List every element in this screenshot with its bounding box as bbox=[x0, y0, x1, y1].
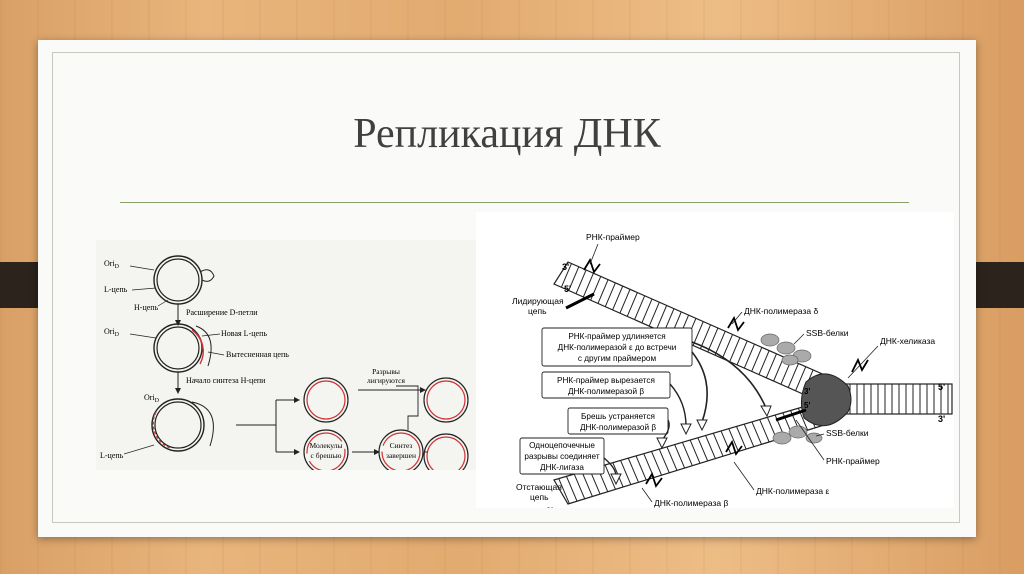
dna-pol-epsilon-label: ДНК-полимераза ε bbox=[756, 486, 829, 496]
ssb-bottom-label: SSB-белки bbox=[826, 428, 869, 438]
svg-text:РНК-праймер удлиняется: РНК-праймер удлиняется bbox=[568, 332, 665, 341]
title-divider bbox=[120, 202, 909, 203]
svg-text:разрывы соединяет: разрывы соединяет bbox=[524, 452, 599, 461]
svg-text:ДНК-лигаза: ДНК-лигаза bbox=[540, 463, 584, 472]
gaps-ligated-label-1: Разрывы bbox=[372, 367, 400, 376]
rna-primer-top-label: РНК-праймер bbox=[586, 232, 640, 242]
leading-chain-label-1: Лидирующая bbox=[512, 296, 564, 306]
svg-text:Брешь устраняется: Брешь устраняется bbox=[581, 412, 655, 421]
three-prime-bottom-label: 3' bbox=[546, 506, 553, 508]
new-l-chain-label: Новая L-цепь bbox=[221, 329, 267, 338]
d-loop-diagram: OriD L-цепь H-цепь Расширение D-петли Or… bbox=[100, 255, 469, 479]
lagging-chain-label-2: цепь bbox=[530, 492, 549, 502]
svg-text:ДНК-полимеразой β: ДНК-полимеразой β bbox=[580, 423, 656, 432]
svg-text:ДНК-полимеразой ε до встречи: ДНК-полимеразой ε до встречи bbox=[558, 343, 677, 352]
displaced-chain-label: Вытесненная цепь bbox=[226, 350, 289, 359]
molecules-gap-label-1: Молекулы bbox=[310, 441, 343, 450]
callout-primer-extended: РНК-праймер удлиняется ДНК-полимеразой ε… bbox=[541, 327, 693, 367]
slide: Репликация ДНК OriD L-цепь H-цепь Расшир… bbox=[38, 40, 976, 537]
slide-frame bbox=[52, 52, 960, 523]
gaps-ligated-label-2: лигируются bbox=[367, 376, 405, 385]
lagging-chain-label-1: Отстающая bbox=[516, 482, 562, 492]
fork-three-prime-label: 3' bbox=[804, 387, 810, 396]
ssb-proteins-top bbox=[760, 333, 812, 366]
svg-text:с другим праймером: с другим праймером bbox=[578, 354, 657, 363]
five-prime-right-label: 5' bbox=[938, 382, 945, 392]
callout-primer-excised: РНК-праймер вырезается ДНК-полимеразой β bbox=[541, 371, 671, 399]
ssb-top-label: SSB-белки bbox=[806, 328, 849, 338]
dna-pol-beta-label: ДНК-полимераза β bbox=[654, 498, 728, 508]
dna-helicase-label: ДНК-хеликаза bbox=[880, 336, 935, 346]
svg-text:ДНК-полимеразой β: ДНК-полимеразой β bbox=[568, 387, 644, 396]
h-chain-label: H-цепь bbox=[134, 303, 159, 312]
expanding-d-loop-label: Расширение D-петли bbox=[186, 308, 258, 317]
svg-text:РНК-праймер вырезается: РНК-праймер вырезается bbox=[557, 376, 655, 385]
rna-primer-bottom-label: РНК-праймер bbox=[826, 456, 880, 466]
leading-chain-label-2: цепь bbox=[528, 306, 547, 316]
molecules-gap-label-2: с брешью bbox=[311, 451, 342, 460]
svg-text:Одноцепочечные: Одноцепочечные bbox=[529, 441, 595, 450]
h-synthesis-start-label: Начало синтеза H-цепи bbox=[186, 376, 266, 385]
ori-d-label-2: OriD bbox=[104, 327, 120, 338]
dna-pol-delta-label: ДНК-полимераза δ bbox=[744, 306, 818, 316]
ori-d-label-1: OriD bbox=[104, 259, 120, 270]
synthesis-completed-label-1: Синтез bbox=[390, 441, 413, 450]
l-chain-label-bottom: L-цепь bbox=[100, 451, 124, 460]
fork-five-prime-label: 5' bbox=[804, 401, 810, 410]
l-chain-label-top: L-цепь bbox=[104, 285, 128, 294]
callout-ligase: Одноцепочечные разрывы соединяет ДНК-лиг… bbox=[519, 437, 605, 475]
callout-gap-filled: Брешь устраняется ДНК-полимеразой β bbox=[567, 407, 669, 435]
mitochondrial-replication-figure: OriD L-цепь H-цепь Расширение D-петли Or… bbox=[96, 240, 476, 479]
replication-fork-figure: 3' 5' РНК-праймер Лидирующая цепь ДНК-по… bbox=[476, 212, 954, 516]
synthesis-completed-label-2: завершен bbox=[386, 451, 416, 460]
replication-fork-diagram: 3' 5' РНК-праймер Лидирующая цепь ДНК-по… bbox=[512, 232, 953, 516]
three-prime-right-label: 3' bbox=[938, 414, 945, 424]
slide-title: Репликация ДНК bbox=[353, 111, 661, 157]
five-prime-top-label: 5' bbox=[564, 284, 571, 294]
ori-d-label-3: OriD bbox=[144, 393, 160, 404]
three-prime-top-label: 3' bbox=[562, 262, 569, 272]
